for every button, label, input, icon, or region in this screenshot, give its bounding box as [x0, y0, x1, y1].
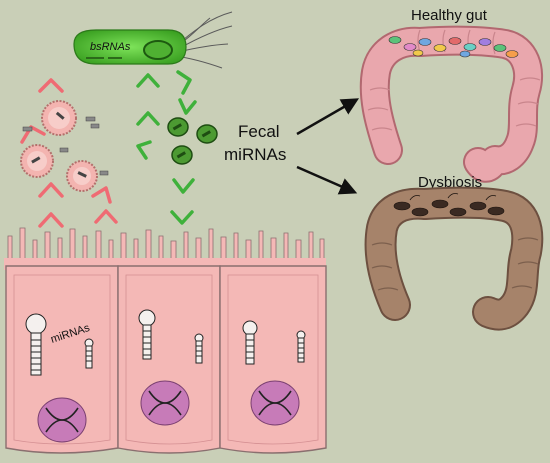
fecal-label-line1: Fecal	[238, 122, 280, 141]
red-arrow-1	[38, 78, 64, 93]
healthy-gut-title: Healthy gut	[411, 7, 488, 24]
mirna-hairpins	[25, 309, 306, 376]
green-arrow-up-2	[136, 111, 160, 126]
epithelium: miRNAs	[4, 227, 327, 454]
arrow-to-healthy	[296, 98, 360, 136]
healthy-microbes	[388, 36, 519, 58]
green-arrow-up-3	[136, 140, 152, 160]
green-arrow-down-4	[170, 210, 194, 225]
green-arrows	[136, 70, 197, 225]
green-arrow-down-3	[172, 178, 195, 194]
nucleus-1	[37, 397, 87, 443]
dysbiosis-colon	[364, 186, 544, 331]
red-arrow-3	[38, 182, 64, 198]
green-arrow-up-1	[136, 73, 160, 88]
red-arrow-6	[94, 209, 118, 224]
bacteria-rna-label: bsRNAs	[90, 41, 131, 53]
epithelial-cell-3	[219, 265, 327, 454]
arrow-to-dysbiosis	[296, 165, 358, 195]
nucleus-2	[140, 380, 190, 426]
red-arrow-5	[91, 186, 112, 204]
microvilli	[7, 227, 325, 263]
free-rna-fragments	[22, 116, 109, 176]
exosome-1	[41, 100, 77, 136]
healthy-colon	[359, 25, 544, 183]
red-arrows	[20, 78, 118, 228]
fecal-label-line2: miRNAs	[224, 145, 286, 164]
green-arrow-down-2	[178, 98, 197, 115]
red-arrow-4	[38, 212, 64, 228]
nucleus-3	[250, 380, 300, 426]
green-arrow-down-1	[176, 70, 192, 95]
bacterium	[73, 11, 233, 69]
exosome-2	[20, 144, 54, 178]
exosome-3	[66, 160, 98, 192]
dysbiosis-microbes	[393, 199, 505, 217]
